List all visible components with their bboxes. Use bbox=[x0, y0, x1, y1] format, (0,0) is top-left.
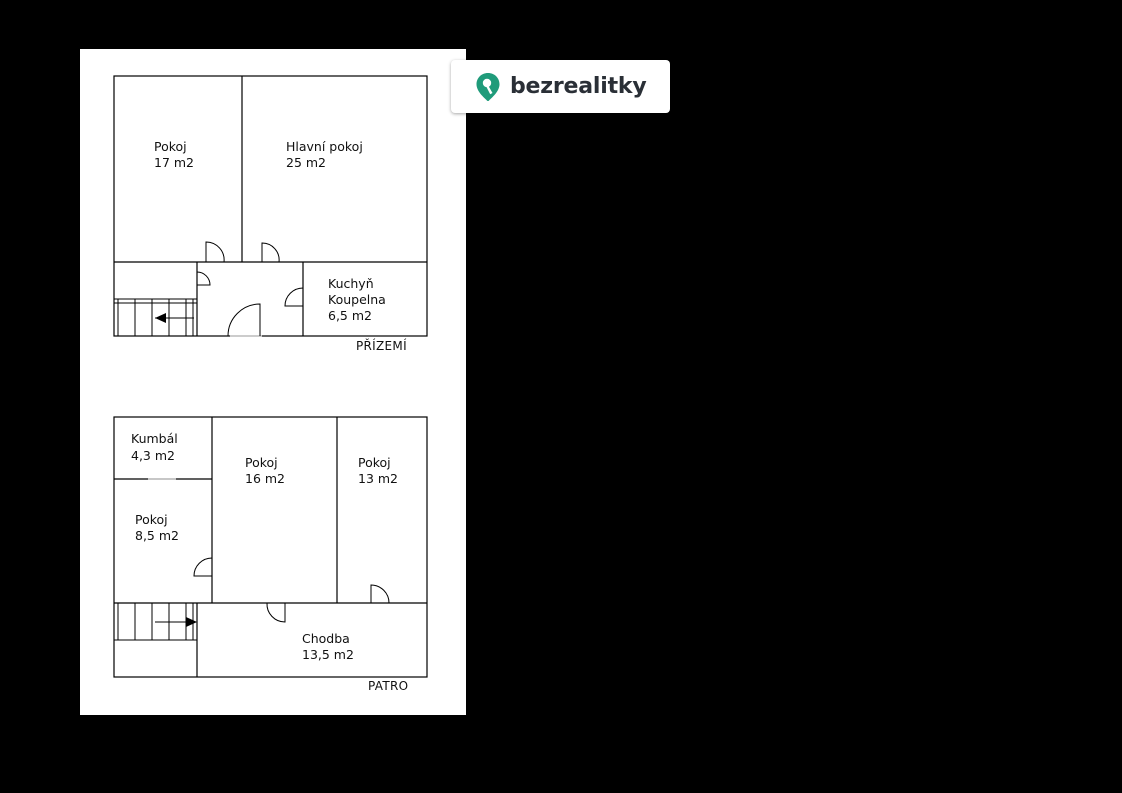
floor-plan-diagram: Pokoj 17 m2 Hlavní pokoj 25 m2 Kuchyň Ko… bbox=[113, 75, 428, 693]
stair-arrow-icon bbox=[186, 617, 197, 627]
door-swing bbox=[266, 602, 286, 623]
doors bbox=[193, 557, 390, 623]
stair-arrow-icon bbox=[155, 313, 166, 323]
upper-floor: Kumbál 4,3 m2 Pokoj 16 m2 Pokoj 13 m2 Po… bbox=[113, 416, 428, 693]
floor-label: PATRO bbox=[368, 679, 408, 693]
door-swing bbox=[196, 271, 211, 286]
staircase bbox=[114, 603, 197, 641]
door-swing bbox=[205, 241, 225, 263]
room-area: 25 m2 bbox=[286, 155, 326, 170]
room-name: Hlavní pokoj bbox=[286, 139, 363, 154]
room-area: 17 m2 bbox=[154, 155, 194, 170]
door-swing bbox=[261, 242, 280, 263]
upper-floor-outline bbox=[113, 416, 428, 678]
room-name: Pokoj bbox=[245, 455, 278, 470]
room-name: Pokoj bbox=[154, 139, 187, 154]
room-name: Chodba bbox=[302, 631, 350, 646]
door-swing bbox=[193, 557, 213, 577]
room-area: 8,5 m2 bbox=[135, 528, 179, 543]
room-area: 6,5 m2 bbox=[328, 308, 372, 323]
floor-label: PŘÍZEMÍ bbox=[356, 338, 407, 353]
room-name: Kuchyň bbox=[328, 276, 374, 291]
room-area: 13,5 m2 bbox=[302, 647, 354, 662]
staircase bbox=[114, 298, 197, 336]
room-area: 16 m2 bbox=[245, 471, 285, 486]
map-pin-icon bbox=[476, 72, 500, 101]
room-area: 13 m2 bbox=[358, 471, 398, 486]
brand-logo: bezrealitky bbox=[451, 60, 670, 113]
room-name: Kumbál bbox=[131, 431, 178, 446]
room-name: Koupelna bbox=[328, 292, 386, 307]
door-swing bbox=[370, 584, 390, 604]
doors bbox=[196, 241, 304, 337]
brand-name: bezrealitky bbox=[510, 74, 647, 99]
ground-floor-outline bbox=[113, 75, 428, 337]
floor-plan-sheet: Pokoj 17 m2 Hlavní pokoj 25 m2 Kuchyň Ko… bbox=[80, 49, 466, 715]
ground-floor: Pokoj 17 m2 Hlavní pokoj 25 m2 Kuchyň Ko… bbox=[113, 75, 428, 353]
door-swing bbox=[227, 303, 261, 337]
door-swing bbox=[284, 287, 304, 307]
room-name: Pokoj bbox=[135, 512, 168, 527]
room-area: 4,3 m2 bbox=[131, 448, 175, 463]
room-name: Pokoj bbox=[358, 455, 391, 470]
